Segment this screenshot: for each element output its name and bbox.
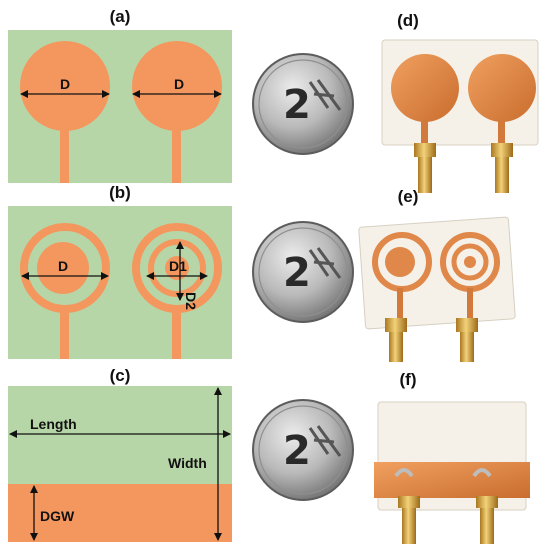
fabricated-antenna-f (374, 401, 530, 544)
copper-inner-left (385, 247, 415, 277)
sma-connector-left (398, 496, 420, 508)
copper-middle-right (451, 243, 489, 281)
panel-a-layout: D D (8, 30, 232, 183)
dim-label-width: Width (168, 455, 207, 471)
coin-photo-f: 2 (252, 399, 354, 501)
sma-connector-left (414, 143, 436, 157)
ground-plane (8, 484, 232, 542)
coin-photo-e: 2 (252, 221, 354, 323)
copper-patch-left (391, 54, 459, 122)
feed-line-left (60, 306, 69, 359)
solder-joint-right (472, 468, 492, 478)
coin-emblem (308, 425, 342, 457)
coin (252, 53, 354, 155)
feed-line-right (172, 129, 181, 183)
coin-emblem (308, 79, 342, 111)
panel-b-layout: D D1 D2 (8, 206, 232, 359)
dim-label-d1: D1 (169, 258, 187, 274)
sma-connector-right (476, 496, 498, 508)
coin (252, 399, 354, 501)
sma-connector-right-body (460, 332, 474, 362)
copper-feed-right (498, 120, 505, 144)
sma-connector-left-body (418, 157, 432, 193)
sma-connector-right-body (480, 508, 494, 544)
dim-label-d-right: D (174, 76, 184, 92)
sma-connector-right (456, 318, 478, 332)
copper-inner-right (464, 256, 476, 268)
fabricated-antenna-d (381, 39, 539, 193)
sma-connector-right-body (495, 157, 509, 193)
copper-feed-right (467, 288, 473, 318)
coin-rim (258, 59, 348, 149)
copper-feed-left (421, 120, 428, 144)
circular-patch-left (20, 41, 110, 131)
circular-patch-right (132, 41, 222, 131)
coin-emblem (308, 247, 342, 279)
solder-joint-left (394, 468, 414, 478)
panel-label-f: (f) (400, 370, 417, 389)
fabricated-antenna-e (358, 216, 516, 362)
feed-line-left (60, 129, 69, 183)
feed-line-right (172, 306, 181, 359)
dim-label-length: Length (30, 416, 77, 432)
coin-rim (258, 405, 348, 495)
panel-label-e: (e) (398, 187, 419, 206)
panel-label-a: (a) (110, 7, 131, 26)
dim-label-d: D (58, 258, 68, 274)
panel-label-c: (c) (110, 366, 131, 385)
coin-rim (258, 227, 348, 317)
inner-patch-left (37, 242, 89, 294)
coin-numeral: 2 (283, 250, 311, 296)
dim-label-d-left: D (60, 76, 70, 92)
coin-photo-d: 2 (252, 53, 354, 155)
dim-label-dgw: DGW (40, 508, 75, 524)
dim-label-d2: D2 (183, 292, 199, 310)
panel-label-d: (d) (397, 11, 419, 30)
copper-feed-left (397, 288, 403, 318)
copper-patch-right (468, 54, 536, 122)
sma-connector-left (385, 318, 407, 332)
coin-numeral: 2 (283, 428, 311, 474)
sma-connector-left-body (402, 508, 416, 544)
sma-connector-right (491, 143, 513, 157)
coin-numeral: 2 (283, 82, 311, 128)
coin (252, 221, 354, 323)
panel-label-b: (b) (109, 183, 131, 202)
sma-connector-left-body (389, 332, 403, 362)
panel-c-layout: Length Width DGW (8, 386, 232, 542)
copper-ground-strip (374, 462, 530, 498)
